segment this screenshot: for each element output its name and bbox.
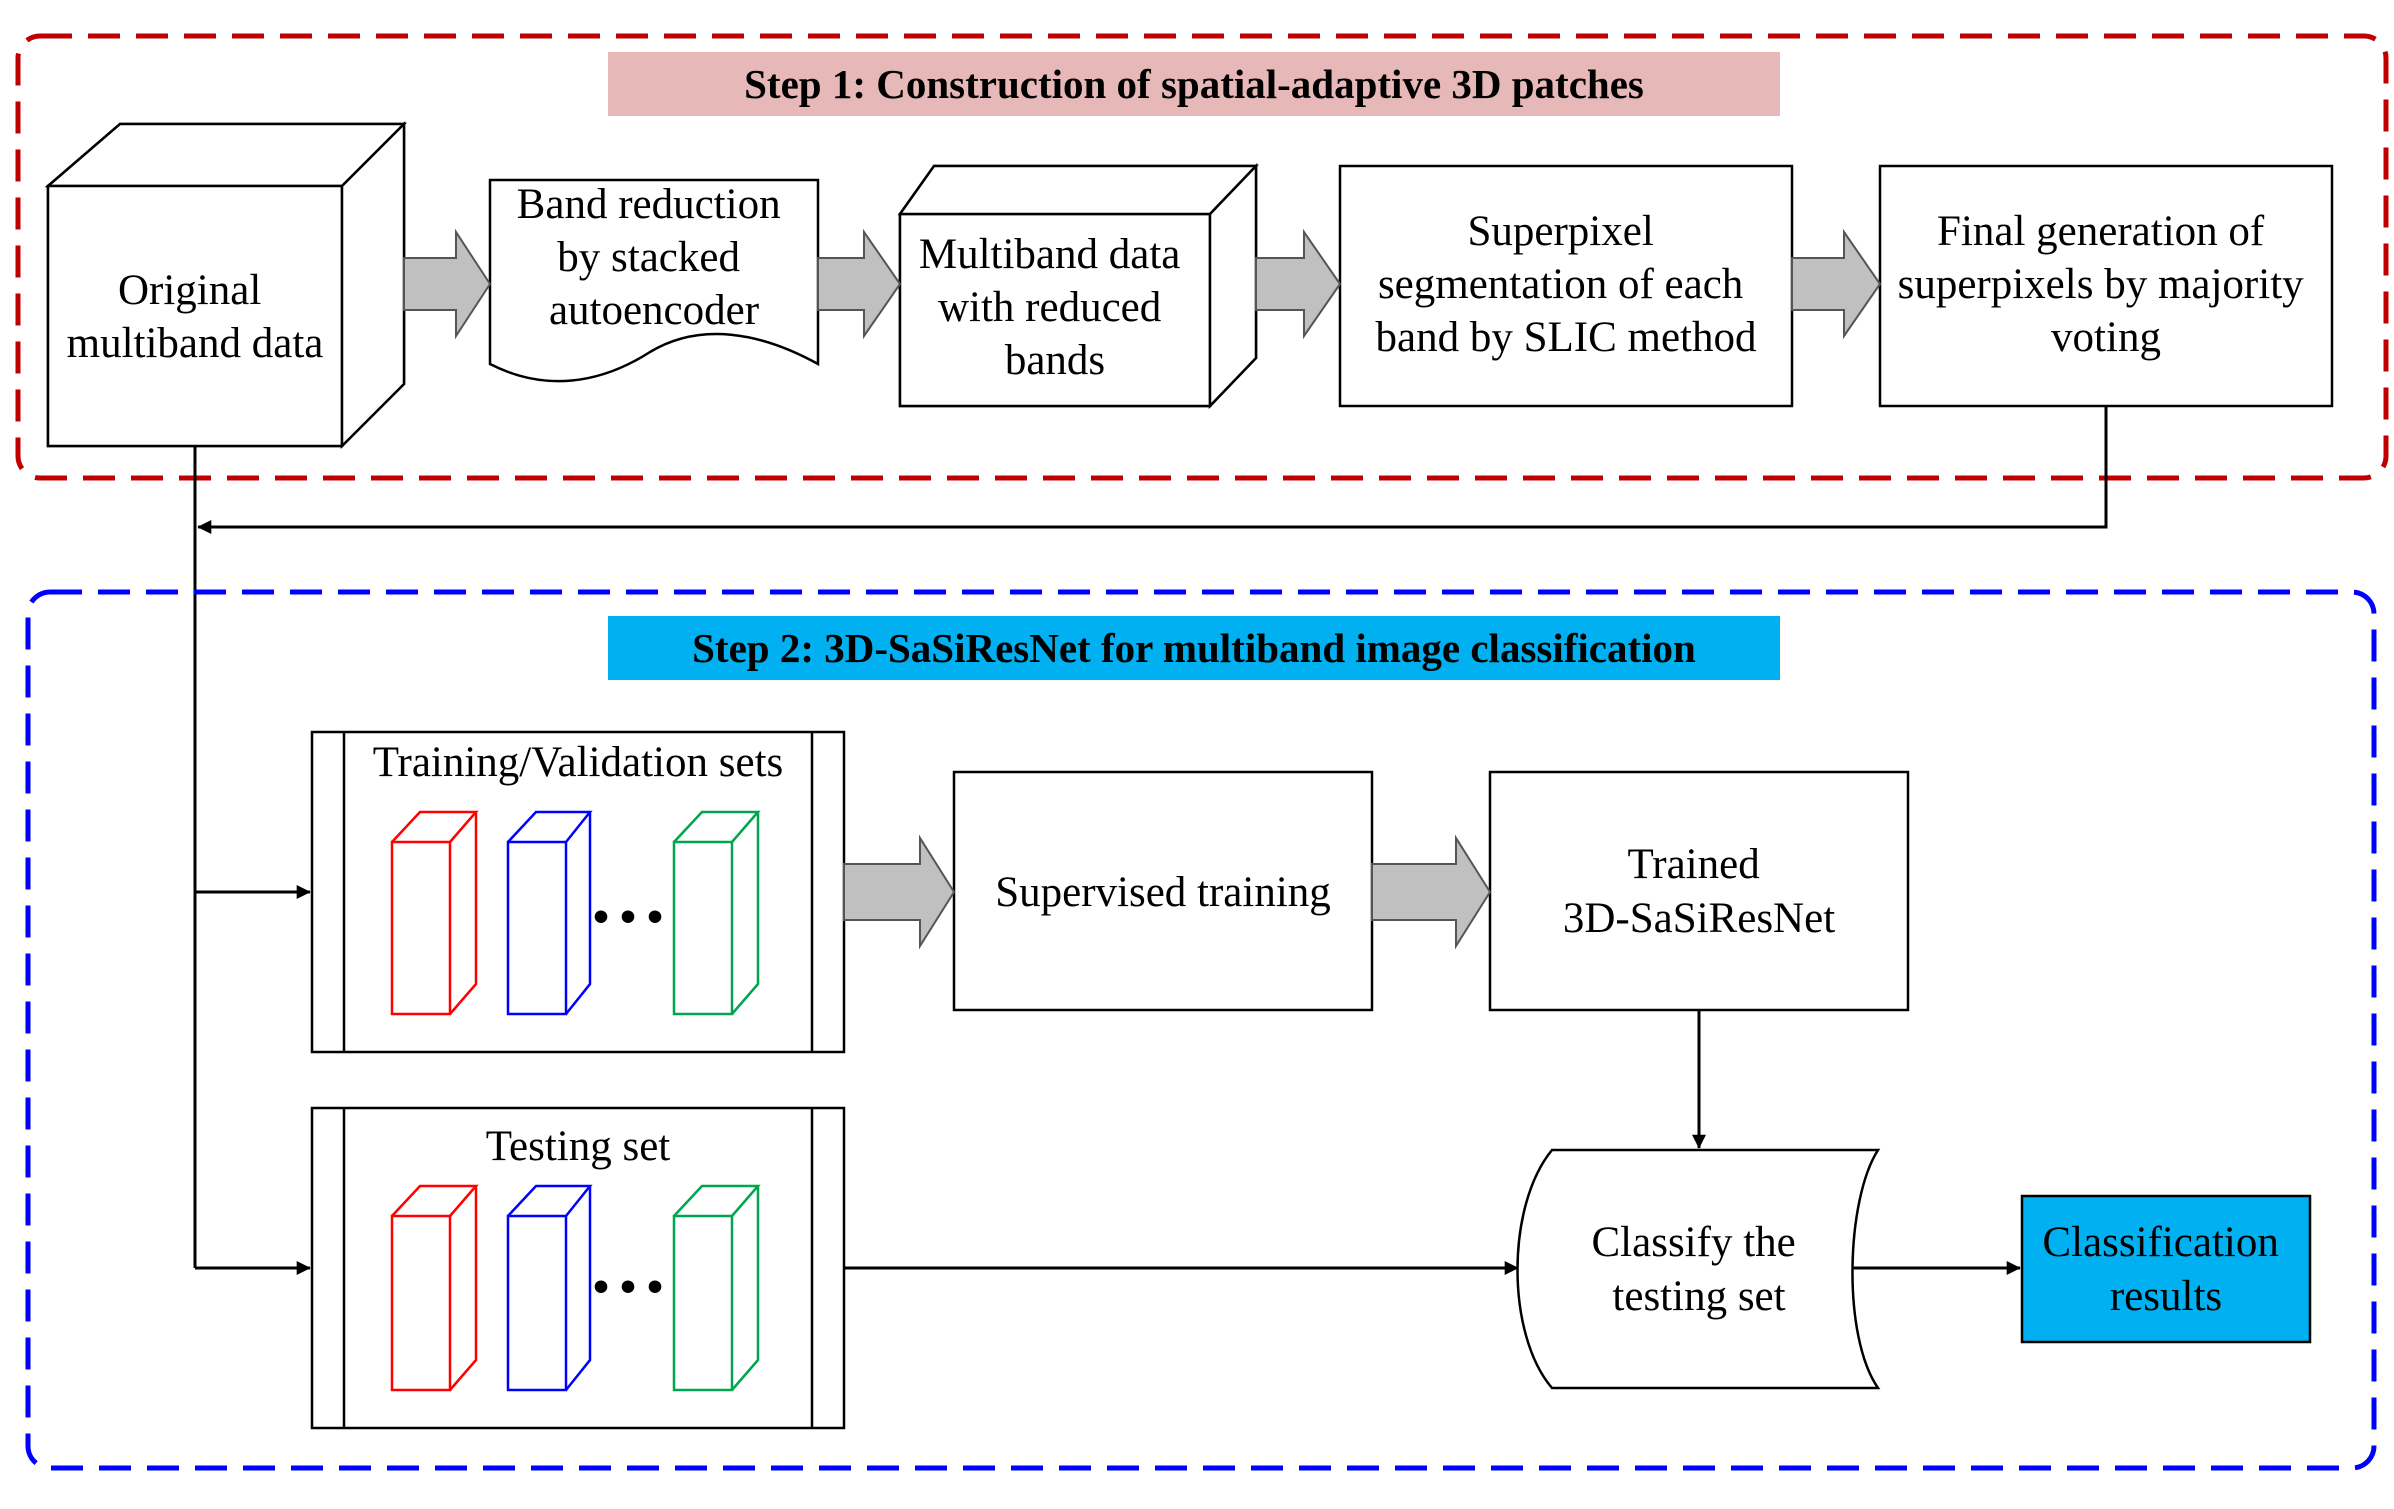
original-data-label: Original multiband data	[67, 267, 324, 367]
arrow-reduction-to-bands	[817, 228, 902, 340]
step2-region	[25, 589, 2377, 1471]
arrow-data-to-reduction	[403, 228, 492, 340]
arrow-slic-to-voting	[1791, 228, 1882, 340]
testing-patch-blue	[506, 1184, 593, 1392]
training-patch-blue	[506, 810, 593, 1016]
testing-ellipsis: •••	[589, 1268, 670, 1309]
slic-node: Superpixel segmentation of each band by …	[1338, 164, 1794, 408]
results-node: Classification results	[2020, 1194, 2312, 1344]
testing-patch-green	[672, 1184, 761, 1392]
arrow-training-to-supervised	[843, 834, 956, 950]
arrow-bands-to-slic	[1255, 228, 1342, 340]
trained-net-node: Trained 3D-SaSiResNet	[1488, 770, 1910, 1012]
supervised-training-label: Supervised training	[995, 869, 1331, 916]
majority-voting-label: Final generation of superpixels by major…	[1898, 208, 2315, 361]
training-patch-red	[390, 810, 479, 1016]
testing-set-node: Testing set •••	[310, 1106, 846, 1430]
step1-title-box	[608, 52, 1780, 116]
feedback-connector	[197, 406, 2108, 534]
classify-label: Classify the testing set	[1592, 1219, 1807, 1320]
arrow-supervised-to-trained	[1371, 834, 1492, 950]
step1-title: Step 1: Construction of spatial-adaptive…	[744, 61, 1644, 107]
step2-title-box	[608, 616, 1780, 680]
reduced-bands-cube: Multiband data with reduced bands	[897, 162, 1259, 410]
supervised-training-node: Supervised training	[952, 770, 1374, 1012]
band-reduction-label: Band reduction by stacked autoencoder	[517, 181, 792, 334]
band-reduction-node: Band reduction by stacked autoencoder	[488, 178, 820, 383]
results-label: Classification results	[2042, 1219, 2289, 1320]
testing-patch-red	[390, 1184, 479, 1392]
training-ellipsis: •••	[589, 898, 670, 939]
original-data-cube: Original multiband data	[44, 120, 408, 450]
slic-label: Superpixel segmentation of each band by …	[1376, 208, 1757, 361]
training-sets-label: Training/Validation sets	[373, 739, 784, 786]
classify-node: Classify the testing set	[1516, 1148, 1881, 1390]
reduced-bands-label: Multiband data with reduced bands	[919, 231, 1191, 384]
step2-title: Step 2: 3D-SaSiResNet for multiband imag…	[692, 625, 1696, 671]
training-sets-node: Training/Validation sets •••	[310, 730, 846, 1054]
testing-set-label: Testing set	[486, 1123, 671, 1170]
step1-region	[15, 33, 2389, 481]
majority-voting-node: Final generation of superpixels by major…	[1878, 164, 2334, 408]
training-patch-green	[672, 810, 761, 1016]
trained-net-label: Trained 3D-SaSiResNet	[1563, 841, 1835, 942]
